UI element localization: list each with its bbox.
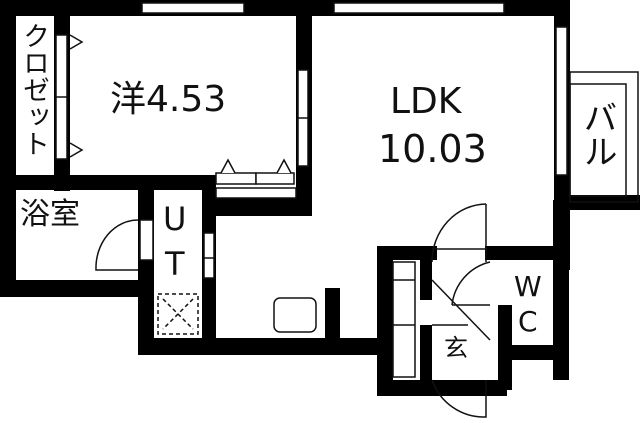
fixtures (215, 172, 317, 333)
balcony-outline (569, 71, 639, 203)
walls (0, 0, 640, 396)
ldk-area: 10.03 (378, 127, 487, 171)
wc-label-c: C (518, 305, 538, 338)
entrance-label: 玄 (444, 334, 468, 362)
utility-label-u: U (163, 200, 187, 238)
closet-door-markers (69, 34, 292, 174)
ldk-label: LDK (390, 81, 462, 122)
washer-pan (157, 293, 199, 335)
wc-label-w: W (514, 270, 542, 303)
door-swings (95, 203, 491, 418)
bath-label: 浴室 (20, 197, 80, 232)
utility-label-t: T (165, 245, 185, 283)
windows (55, 2, 568, 279)
western-room-label: 洋4.53 (110, 79, 227, 120)
balcony-label: バル (577, 100, 617, 168)
washer-pan-cross (162, 298, 194, 330)
closet-label: クロゼット (18, 22, 49, 157)
